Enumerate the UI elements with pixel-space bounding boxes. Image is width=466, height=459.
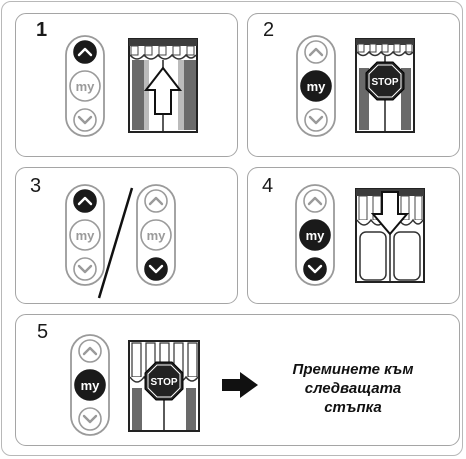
step-5-remote-my-button[interactable]: my — [74, 369, 106, 401]
chevron-up-icon — [77, 47, 93, 57]
step-1-remote-up-button[interactable] — [73, 40, 97, 64]
step-4-remote: my — [295, 184, 335, 286]
step-5-number: 5 — [37, 321, 49, 343]
step-2-remote-down-button[interactable] — [304, 108, 328, 132]
step-5-remote-my-label: my — [81, 378, 101, 393]
stop-sign-label-step-5: STOP — [150, 377, 177, 388]
chevron-up-icon — [77, 196, 93, 206]
step-4-remote-up-button[interactable] — [303, 189, 327, 213]
chevron-up-icon — [82, 346, 98, 356]
step-2-remote-up-button[interactable] — [304, 40, 328, 64]
step-2-panel — [247, 13, 460, 157]
step-4-remote-my-button[interactable]: my — [299, 219, 331, 251]
slash-separator — [97, 187, 134, 299]
chevron-down-icon — [308, 115, 324, 125]
step-3-panel — [15, 167, 238, 304]
chevron-up-icon — [308, 47, 324, 57]
step-4-panel — [247, 167, 460, 304]
stop-sign-label: STOP — [371, 77, 398, 88]
step-4-remote-down-button[interactable] — [303, 257, 327, 281]
step-1-remote: my — [65, 35, 105, 137]
awning-arrow-down-icon — [355, 188, 425, 283]
step-1-remote-my-button[interactable]: my — [69, 70, 101, 102]
awning-stop-sign-icon-step-5: STOP — [128, 340, 200, 432]
step-3-remote-a: my — [65, 184, 105, 286]
step-1-remote-my-label: my — [76, 79, 96, 94]
step-5-remote-down-button[interactable] — [78, 407, 102, 431]
step-4-number: 4 — [262, 175, 274, 197]
step-1-remote-down-button[interactable] — [73, 108, 97, 132]
step-3-remote-b-up-button[interactable] — [144, 189, 168, 213]
chevron-down-icon — [148, 264, 164, 274]
step-5-remote: my — [70, 334, 110, 436]
step-3-remote-a-down-button[interactable] — [73, 257, 97, 281]
chevron-down-icon — [82, 414, 98, 424]
step-3-remote-a-up-button[interactable] — [73, 189, 97, 213]
chevron-up-icon — [148, 196, 164, 206]
next-step-text: Преминете към следващата стъпка — [292, 361, 414, 416]
step-3-remote-b: my — [136, 184, 176, 286]
step-2-number: 2 — [263, 19, 275, 41]
chevron-down-icon — [77, 115, 93, 125]
step-1-panel — [15, 13, 238, 157]
step-3-remote-a-my-button[interactable]: my — [69, 219, 101, 251]
step-3-remote-b-my-label: my — [147, 228, 167, 243]
step-2-remote: my — [296, 35, 336, 137]
step-2-remote-my-label: my — [307, 79, 327, 94]
awning-stop-sign-icon: STOP — [355, 38, 415, 133]
step-2-remote-my-button[interactable]: my — [300, 70, 332, 102]
step-3-remote-b-down-button[interactable] — [144, 257, 168, 281]
chevron-up-icon — [307, 196, 323, 206]
chevron-down-icon — [77, 264, 93, 274]
step-5-remote-up-button[interactable] — [78, 339, 102, 363]
awning-open-arrow-up-icon — [128, 38, 198, 133]
step-3-remote-a-my-label: my — [76, 228, 96, 243]
step-3-remote-b-my-button[interactable]: my — [140, 219, 172, 251]
right-arrow-icon — [222, 372, 258, 398]
chevron-down-icon — [307, 264, 323, 274]
step-1-number: 1 — [36, 19, 48, 41]
step-3-number: 3 — [30, 175, 42, 197]
step-4-remote-my-label: my — [306, 228, 326, 243]
